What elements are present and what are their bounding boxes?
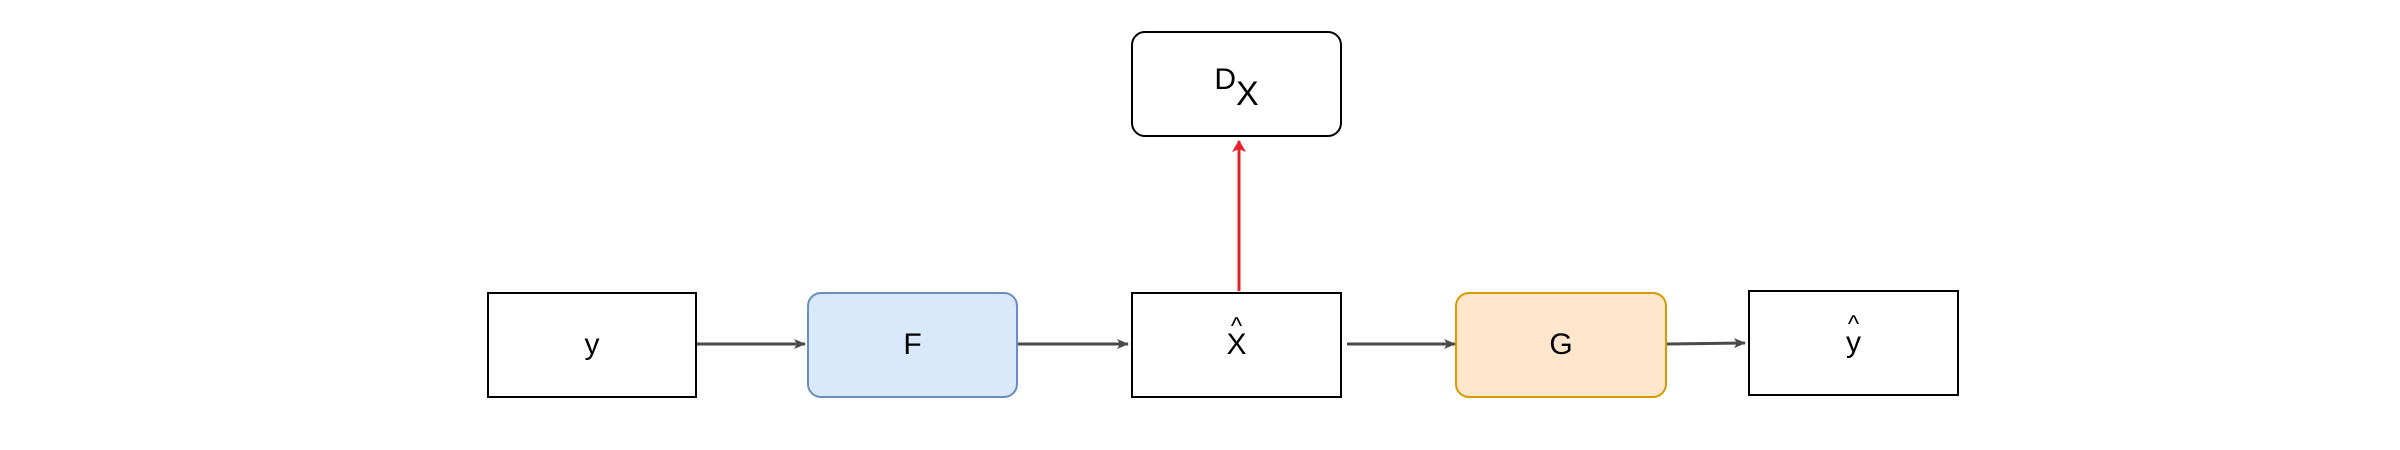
dx-main-text: D: [1214, 62, 1236, 96]
edge-g-to-y-hat: [1666, 338, 1746, 349]
node-y: y: [487, 292, 697, 398]
node-y-label: y: [584, 328, 600, 361]
node-g: G: [1455, 292, 1667, 398]
x-hat-accent: ^: [1230, 313, 1243, 340]
x-hat-base: X: [1226, 328, 1247, 361]
node-f-label: F: [903, 328, 922, 361]
y-hat-symbol: ^ y: [1846, 313, 1861, 359]
x-hat-symbol: ^ X: [1226, 315, 1247, 361]
node-dx: DX: [1131, 31, 1342, 137]
y-hat-base: y: [1846, 326, 1861, 359]
y-hat-accent: ^: [1847, 311, 1860, 338]
node-x-hat: ^ X: [1131, 292, 1342, 398]
dx-label: DX: [1214, 62, 1258, 113]
node-f: F: [807, 292, 1018, 398]
node-y-hat: ^ y: [1748, 290, 1959, 396]
node-g-label: G: [1549, 328, 1573, 361]
dx-subscript: X: [1235, 74, 1259, 113]
